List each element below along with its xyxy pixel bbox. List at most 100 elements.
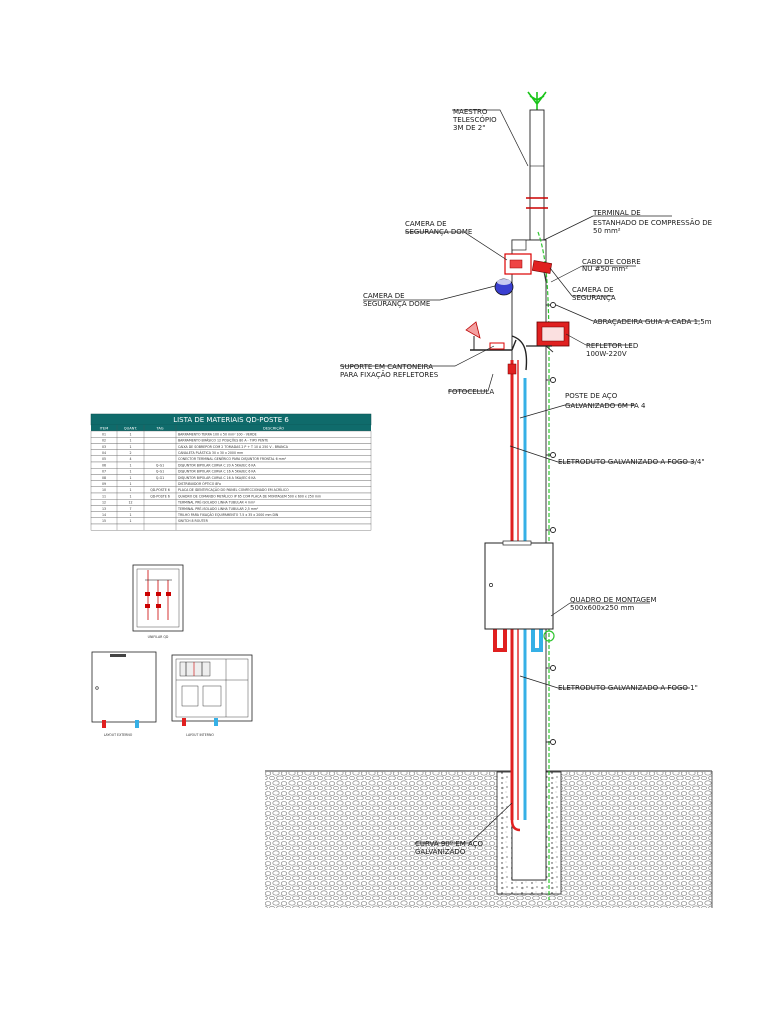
svg-text:ESTANHADO DE COMPRESSÃO DE: ESTANHADO DE COMPRESSÃO DE (593, 218, 712, 227)
bracket-label-2: PARA FIXAÇÃO REFLETORES (340, 370, 439, 379)
svg-text:SEGURANÇA: SEGURANÇA (572, 294, 616, 302)
table-cell: 1 (129, 476, 131, 480)
svg-text:SEGURANÇA DOME: SEGURANÇA DOME (405, 228, 472, 236)
unifilar-caption: UNIFILAR QD (148, 635, 169, 639)
terminal-label-1: TERMINAL DE (592, 209, 641, 217)
svg-text:CURVA 90º EM AÇO: CURVA 90º EM AÇO (415, 840, 484, 848)
dome-camera2-label-1: CAMERA DE (363, 292, 405, 300)
table-cell: 08 (102, 476, 106, 480)
mast-label-3: 3M DE 2" (453, 124, 485, 132)
table-row (90, 480, 372, 487)
table-cell: 1 (129, 513, 131, 517)
table-cell: DISJUNTOR BIPOLAR CURVA C 16 A 5KA/IEC 6… (178, 470, 256, 474)
svg-text:MAESTRO: MAESTRO (453, 108, 488, 116)
clamp-label: ABRAÇADEIRA GUIA A CADA 1,5m (593, 318, 712, 326)
table-cell: PLACA DE IDENTIFICAÇÃO DO PAINEL CONFECC… (178, 487, 289, 492)
panel-label-1: QUADRO DE MONTAGEM (570, 596, 657, 604)
table-cell: 05 (102, 457, 106, 461)
internal-caption: LAYOUT INTERNO (186, 733, 214, 737)
table-cell: CANALETA PLÁSTICA 30 x 30 x 2000 mm (178, 450, 243, 455)
svg-text:SUPORTE EM CANTONEIRA: SUPORTE EM CANTONEIRA (340, 363, 433, 371)
curve-label-2: GALVANIZADO (415, 848, 466, 856)
svg-text:CAMERA DE: CAMERA DE (572, 286, 614, 294)
table-cell: 12 (128, 501, 132, 505)
table-cell: 2 (129, 451, 131, 455)
table-row (90, 517, 372, 525)
table-cell: TERMINAL PRÉ-ISOLADO LINHA TUBULAR 4 mm² (177, 500, 256, 505)
angle-bracket (465, 321, 552, 371)
external-layout: LAYOUT EXTERNO (91, 651, 157, 737)
svg-text:REFLETOR LED: REFLETOR LED (586, 342, 638, 350)
photocell-label: FOTOCELULA (448, 388, 494, 396)
svg-text:POSTE DE AÇO: POSTE DE AÇO (565, 392, 618, 400)
cable-label-1: CABO DE COBRE (582, 258, 641, 266)
unifilar-diagram: UNIFILAR QD (132, 564, 184, 639)
callout-labels: MAESTRO TELESCÓPIO 3M DE 2" CAMERA DE SE… (340, 108, 712, 856)
table-cell: 15 (102, 519, 106, 523)
led-reflector-icon (536, 321, 570, 353)
dome-camera-icon (494, 253, 532, 296)
camera-label-1: CAMERA DE (572, 286, 614, 294)
external-caption: LAYOUT EXTERNO (104, 733, 133, 737)
table-cell: 14 (102, 513, 106, 517)
table-cell: 07 (102, 470, 106, 474)
svg-text:CAMERA DE: CAMERA DE (363, 292, 405, 300)
svg-text:GALVANIZADO 6M PA 4: GALVANIZADO 6M PA 4 (565, 402, 646, 410)
cable-clamps (546, 302, 556, 745)
svg-text:SEGURANÇA DOME: SEGURANÇA DOME (363, 300, 430, 308)
table-cell: BARRAMENTO TERRA 100 x 50 mm² 100 - VERD… (178, 432, 257, 436)
dome-camera2-label-2: SEGURANÇA DOME (363, 300, 430, 308)
svg-text:500x600x250 mm: 500x600x250 mm (570, 604, 634, 612)
conduit-34-label: ELETRODUTO GALVANIZADO A FOGO 3/4" (558, 458, 705, 466)
table-cell: 1 (129, 463, 131, 467)
svg-text:100W-220V: 100W-220V (586, 350, 627, 358)
table-cell: 1 (129, 439, 131, 443)
conduit-1-label: ELETRODUTO GALVANIZADO A FOGO 1" (558, 684, 698, 692)
cable-label-2: NU #50 mm² (582, 265, 628, 273)
table-cell: QUADRO DE COMANDO METÁLICO IP 65 COM PLA… (178, 493, 321, 498)
svg-text:GALVANIZADO: GALVANIZADO (415, 848, 466, 856)
svg-text:50 mm²: 50 mm² (593, 227, 621, 235)
table-cell: Q-G1 (156, 470, 164, 474)
table-cell: 13 (102, 507, 106, 511)
table-cell: 03 (102, 445, 106, 449)
telescopic-mast (526, 109, 548, 241)
internal-layout: LAYOUT INTERNO (171, 654, 253, 737)
table-cell: TERMINAL PRÉ-ISOLADO LINHA TUBULAR 2,5 m… (177, 506, 259, 511)
svg-text:TELESCÓPIO: TELESCÓPIO (452, 115, 497, 124)
svg-text:TERMINAL DE: TERMINAL DE (592, 209, 641, 217)
table-cell: 06 (102, 463, 106, 467)
table-cell: 1 (129, 470, 131, 474)
table-cell: CAIXA DE SOBREPOR COM 2 TOMADAS 2 P + T … (178, 445, 289, 449)
leader-lines (340, 109, 700, 844)
ground-gravel (265, 770, 713, 908)
table-cell: DISJUNTOR BIPOLAR CURVA C 16 A 5KA/IEC 6… (178, 476, 256, 480)
table-cell: QD-POSTE 6 (150, 488, 170, 492)
table-cell: 1 (129, 432, 131, 436)
table-cell: 09 (102, 482, 106, 486)
table-cell: 11 (102, 494, 106, 498)
table-cell: SWITCH 8 ROUTER (178, 519, 209, 523)
svg-text:CABO DE COBRE: CABO DE COBRE (582, 258, 641, 266)
table-cell: 01 (102, 432, 106, 436)
svg-text:CAMERA DE: CAMERA DE (405, 220, 447, 228)
terminal-label-2: ESTANHADO DE COMPRESSÃO DE (593, 218, 712, 227)
antenna-icon (527, 91, 547, 110)
reflector-label-1: REFLETOR LED (586, 342, 638, 350)
table-cell: 7 (129, 507, 131, 511)
mast-label-1: MAESTRO (453, 108, 488, 116)
table-cell: 1 (129, 519, 131, 523)
table-cell: 1 (129, 482, 131, 486)
table-cell: DISJUNTOR BIPOLAR CURVA C 20 A 5KA/IEC 6… (178, 463, 256, 467)
table-cell: 1 (129, 445, 131, 449)
pole-label-1: POSTE DE AÇO (565, 392, 618, 400)
photocell-icon (507, 363, 517, 375)
panel-label-2: 500x600x250 mm (570, 604, 634, 612)
table-cell: Q-G1 (156, 476, 164, 480)
svg-text:NU #50 mm²: NU #50 mm² (582, 265, 628, 273)
pole-label-2: GALVANIZADO 6M PA 4 (565, 402, 646, 410)
table-cell: BARRAMENTO BIFÁSICO 12 POSIÇÕES 80 A - T… (178, 438, 268, 443)
table-header-cell: ITEM (100, 427, 109, 431)
